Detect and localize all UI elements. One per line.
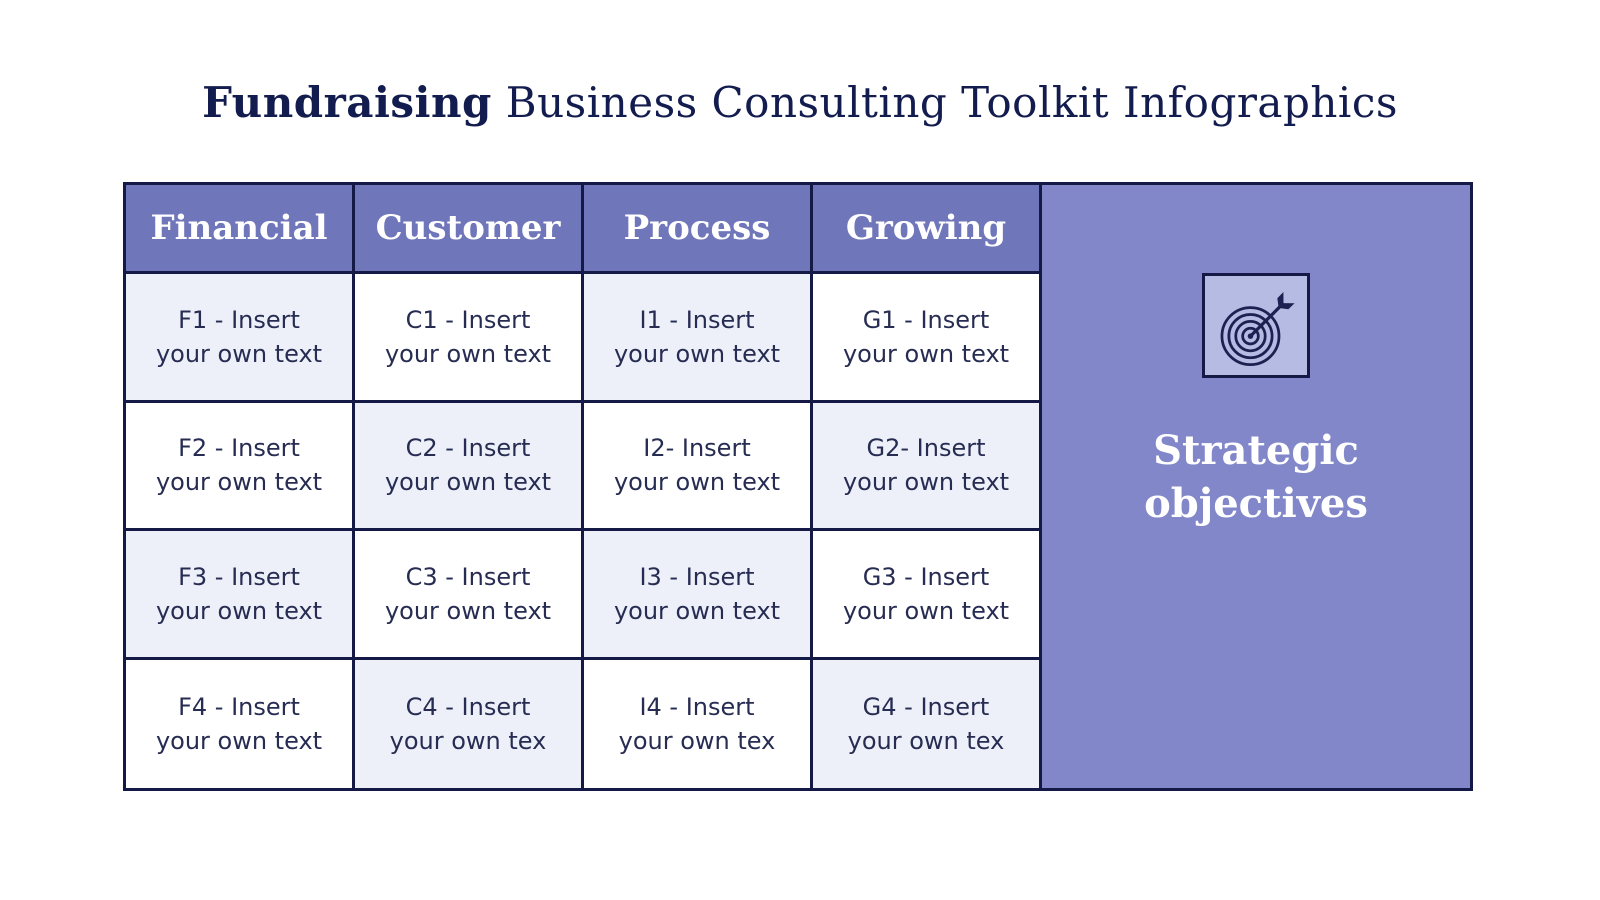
strategic-objectives-panel: Strategic objectives (1042, 185, 1470, 788)
title-emphasis: Fundraising (202, 78, 492, 127)
cell-g1: G1 - Insert your own text (813, 274, 1042, 403)
cell-g4: G4 - Insert your own tex (813, 659, 1042, 788)
cell-f2: F2 - Insert your own text (126, 402, 355, 531)
balanced-scorecard-table: Financial Customer Process Growing F1 - … (123, 182, 1473, 791)
cell-c3: C3 - Insert your own text (355, 531, 584, 660)
cell-g3: G3 - Insert your own text (813, 531, 1042, 660)
cell-f3: F3 - Insert your own text (126, 531, 355, 660)
target-icon-tile (1202, 273, 1310, 378)
column-header-customer: Customer (355, 185, 584, 274)
cell-i1: I1 - Insert your own text (584, 274, 813, 403)
scorecard-grid: Financial Customer Process Growing F1 - … (126, 185, 1042, 788)
title-rest: Business Consulting Toolkit Infographics (491, 78, 1398, 127)
cell-i2: I2- Insert your own text (584, 402, 813, 531)
page-title: Fundraising Business Consulting Toolkit … (0, 78, 1600, 127)
column-header-process: Process (584, 185, 813, 274)
cell-c2: C2 - Insert your own text (355, 402, 584, 531)
target-arrow-icon (1220, 291, 1295, 366)
column-header-financial: Financial (126, 185, 355, 274)
cell-c1: C1 - Insert your own text (355, 274, 584, 403)
panel-title: Strategic objectives (1144, 427, 1368, 527)
cell-f4: F4 - Insert your own text (126, 659, 355, 788)
column-header-growing: Growing (813, 185, 1042, 274)
cell-f1: F1 - Insert your own text (126, 274, 355, 403)
cell-g2: G2- Insert your own text (813, 402, 1042, 531)
cell-c4: C4 - Insert your own tex (355, 659, 584, 788)
cell-i4: I4 - Insert your own tex (584, 659, 813, 788)
cell-i3: I3 - Insert your own text (584, 531, 813, 660)
